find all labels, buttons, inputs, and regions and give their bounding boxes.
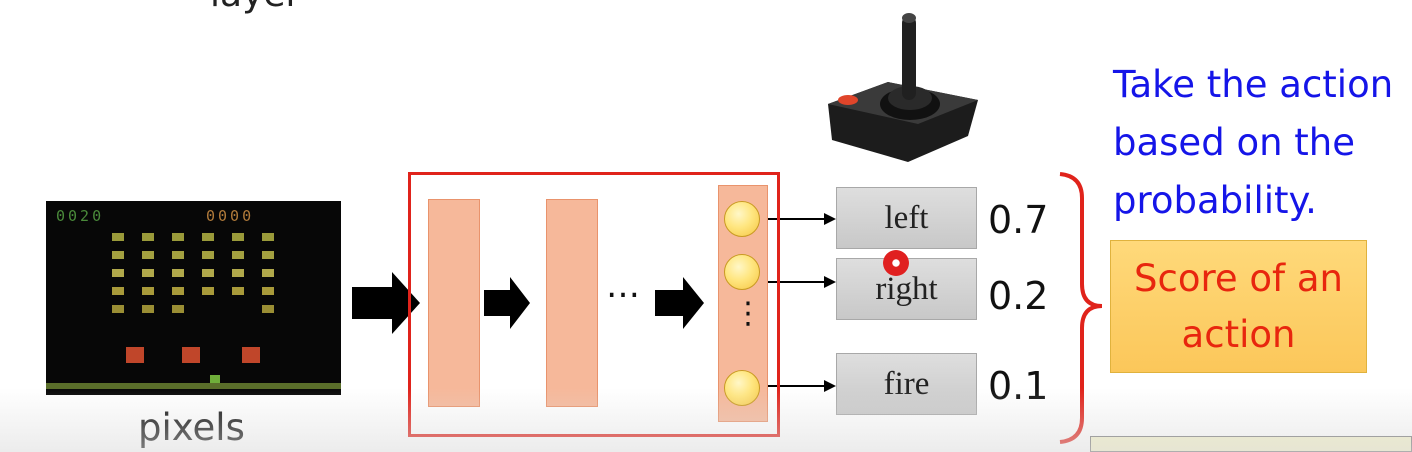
input-arrow (352, 272, 420, 334)
invader (172, 233, 184, 241)
score-line-1: Score of an (1134, 256, 1343, 300)
partial-note-box (1090, 436, 1412, 452)
hidden-arrow-2 (655, 277, 704, 329)
output-arrowhead-right (824, 276, 836, 288)
bunker (126, 347, 144, 363)
invader (112, 251, 124, 259)
invader (202, 287, 214, 295)
invader (232, 287, 244, 295)
output-arrowhead-left (824, 213, 836, 225)
invader (112, 233, 124, 241)
grouping-brace (1059, 172, 1103, 444)
joystick-icon (828, 13, 978, 162)
action-box-fire: fire (836, 353, 977, 415)
invader (262, 269, 274, 277)
score-left: 0020 (56, 207, 104, 225)
probability-left: 0.7 (988, 198, 1049, 242)
take-action-text: Take the action based on the probability… (1113, 56, 1393, 230)
invader (142, 269, 154, 277)
invader (262, 287, 274, 295)
invader (112, 305, 124, 313)
cursor-dot-icon (883, 250, 909, 276)
output-neuron-right (724, 254, 760, 290)
probability-right: 0.2 (988, 274, 1049, 318)
score-of-action-box: Score of an action (1110, 240, 1367, 373)
output-neuron-fire (724, 370, 760, 406)
invader (142, 233, 154, 241)
invader-grid (112, 233, 274, 313)
invader (202, 233, 214, 241)
score-right: 0000 (206, 207, 254, 225)
take-action-line-2: based on the (1113, 121, 1356, 164)
hidden-layer-1 (428, 199, 480, 407)
layers-ellipsis: … (606, 266, 640, 306)
ground (46, 383, 341, 389)
invader (172, 305, 184, 313)
invader (232, 233, 244, 241)
partial-caption-layer: layer (210, 0, 300, 15)
invader (202, 269, 214, 277)
invader (142, 305, 154, 313)
take-action-line-3: probability. (1113, 179, 1317, 222)
invader (112, 269, 124, 277)
invader (202, 251, 214, 259)
score-line-2: action (1181, 312, 1296, 356)
probability-fire: 0.1 (988, 364, 1049, 408)
bunker (242, 347, 260, 363)
space-invaders-image: 0020 0000 (46, 207, 341, 389)
invader (142, 251, 154, 259)
hidden-layer-2 (546, 199, 598, 407)
invader (232, 269, 244, 277)
invader (172, 287, 184, 295)
invader (232, 251, 244, 259)
invader (262, 233, 274, 241)
invader (112, 287, 124, 295)
invader (172, 251, 184, 259)
invader (142, 287, 154, 295)
action-box-left: left (836, 187, 977, 249)
take-action-line-1: Take the action (1113, 63, 1394, 106)
player-cannon (210, 375, 220, 383)
invader (262, 305, 274, 313)
invader (262, 251, 274, 259)
output-arrowhead-fire (824, 380, 836, 392)
hidden-arrow-1 (484, 277, 530, 329)
game-screenshot: 0020 0000 (46, 201, 341, 395)
invader (172, 269, 184, 277)
output-neuron-left (724, 201, 760, 237)
bunker (182, 347, 200, 363)
output-neuron-ellipsis: ⋮ (733, 296, 763, 331)
